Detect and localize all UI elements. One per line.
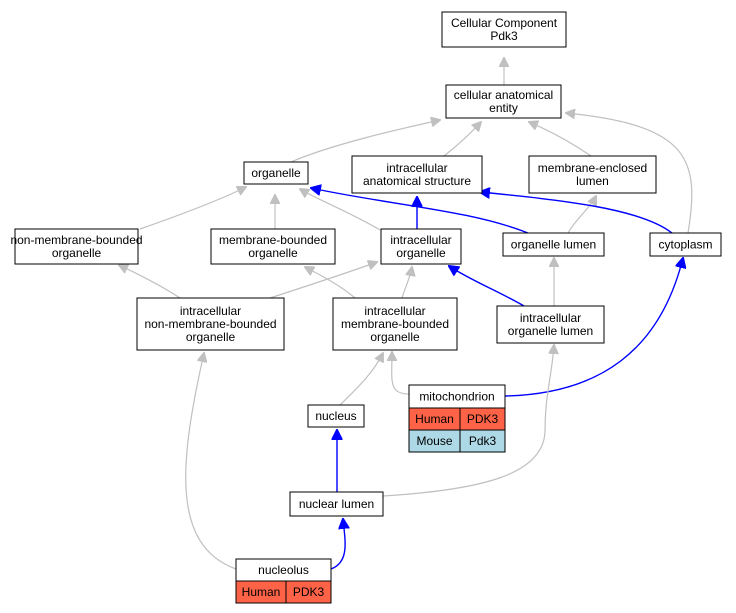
- node-label-line: Pdk3: [490, 29, 518, 43]
- node-cyto[interactable]: cytoplasm: [649, 232, 722, 257]
- node-box: [307, 404, 365, 428]
- node-box: [136, 297, 285, 351]
- node-label-line: entity: [489, 101, 518, 115]
- node-label-line: organelle: [396, 246, 446, 260]
- node-label-line: nuclear lumen: [299, 497, 374, 511]
- node-box: [649, 232, 722, 257]
- node-box: [351, 155, 483, 194]
- node-organelle[interactable]: organelle: [243, 161, 309, 185]
- edge-ol-to-organelle: [311, 188, 529, 234]
- annotation-gene: PDK3: [467, 412, 499, 426]
- node-label-line: non-membrane-bounded: [144, 317, 276, 331]
- annotation-cell-gene: [459, 429, 506, 453]
- node-label-line: Cellular Component: [451, 16, 558, 30]
- node-label-line: intracellular: [390, 233, 451, 247]
- node-box: [14, 228, 139, 265]
- node-box: [445, 84, 562, 119]
- edge-inmbo-to-io: [269, 262, 377, 299]
- edge-cyto-to-cae: [566, 113, 693, 234]
- node-box: [441, 11, 567, 48]
- node-inmbo[interactable]: intracellularnon-membrane-boundedorganel…: [136, 297, 285, 351]
- annotation-species: Human: [415, 412, 454, 426]
- annotation-gene: Pdk3: [469, 434, 497, 448]
- annotation-cell-gene: [285, 580, 332, 604]
- node-label-line: membrane-bounded: [341, 317, 449, 331]
- node-label-line: organelle: [251, 166, 301, 180]
- node-nucleus[interactable]: nucleus: [307, 404, 365, 428]
- node-box: [528, 155, 657, 194]
- node-label-line: intracellular: [364, 304, 425, 318]
- node-ol[interactable]: organelle lumen: [502, 232, 605, 257]
- edge-nmbo-to-organelle: [139, 187, 246, 230]
- edge-imbo-to-mbo: [305, 267, 356, 299]
- node-label-line: organelle: [248, 246, 298, 260]
- edge-ias-to-cae: [443, 122, 481, 157]
- edge-ol-to-mel: [567, 196, 596, 234]
- node-box: [210, 228, 336, 265]
- node-label-line: cellular anatomical: [454, 88, 553, 102]
- annotation-species: Human: [242, 585, 281, 599]
- node-box: [332, 297, 458, 351]
- node-box: [496, 305, 605, 344]
- node-box: [243, 161, 309, 185]
- annotation-gene: PDK3: [293, 585, 325, 599]
- node-label-line: organelle: [52, 246, 102, 260]
- node-label-line: non-membrane-bounded: [10, 233, 142, 247]
- edge-nucleolus-to-nlumen: [330, 519, 345, 570]
- node-nlumen[interactable]: nuclear lumen: [289, 491, 384, 517]
- edge-mel-to-cae: [529, 122, 592, 157]
- edge-imbo-to-io: [401, 267, 412, 299]
- edge-nucleus-to-imbo: [339, 353, 383, 406]
- edge-organelle-to-cae: [290, 120, 440, 163]
- node-label-line: organelle lumen: [511, 238, 596, 252]
- node-label-line: intracellular: [180, 304, 241, 318]
- edge-io-to-organelle: [300, 189, 381, 231]
- node-label-line: cytoplasm: [658, 238, 712, 252]
- node-label-line: lumen: [576, 174, 609, 188]
- edge-nlumen-to-iol: [382, 345, 554, 497]
- node-label-line: anatomical structure: [363, 174, 471, 188]
- edge-mito-to-imbo: [392, 352, 410, 395]
- node-label-line: intracellular: [520, 311, 581, 325]
- edge-mito-to-cyto: [504, 258, 683, 397]
- edge-inmbo-to-nmbo: [119, 265, 181, 299]
- node-label-line: nucleus: [315, 409, 356, 423]
- node-label-line: organelle: [370, 330, 420, 344]
- edge-cyto-to-ias: [480, 192, 673, 234]
- node-box: [502, 232, 605, 257]
- node-label-line: organelle: [186, 330, 236, 344]
- node-label-line: membrane-bounded: [219, 233, 327, 247]
- node-label-line: membrane-enclosed: [538, 161, 647, 175]
- node-label-line: nucleolus: [258, 563, 309, 577]
- edges-layer: [119, 58, 693, 570]
- edge-iol-to-io: [449, 266, 525, 307]
- node-label-line: intracellular: [386, 161, 447, 175]
- edge-nucleolus-to-inmbo: [185, 353, 237, 570]
- node-box: [380, 228, 462, 265]
- node-label-line: mitochondrion: [419, 390, 494, 404]
- node-box: [289, 491, 384, 517]
- node-label-line: organelle lumen: [508, 324, 593, 338]
- annotation-species: Mouse: [416, 434, 452, 448]
